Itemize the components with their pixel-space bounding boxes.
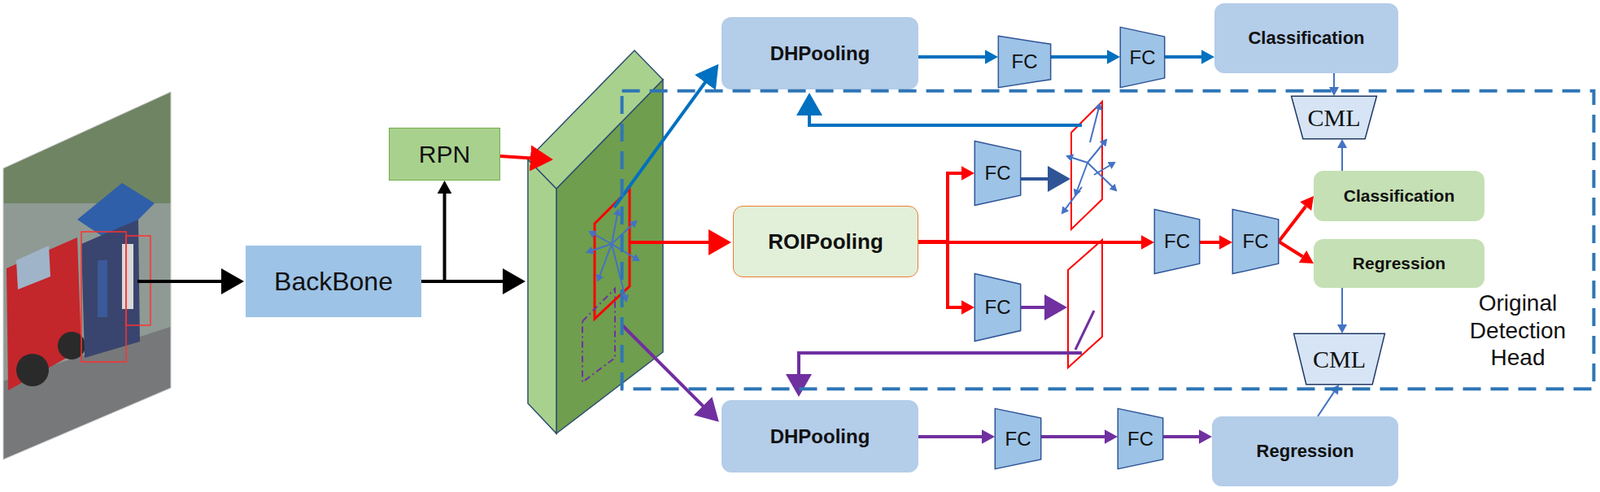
node-label: CML [1307, 104, 1361, 132]
node-label: DHPooling [770, 425, 871, 449]
connector [918, 235, 1155, 250]
fc-layer: FC [1232, 209, 1279, 275]
connector-line [1164, 55, 1202, 59]
pooling-box: DHPooling [721, 17, 919, 90]
node-label: FC [1127, 427, 1154, 451]
connector [1278, 241, 1314, 264]
connector [918, 165, 975, 242]
fc-layer: FC [1154, 209, 1200, 275]
connector-line [1199, 240, 1220, 245]
connector-line [421, 193, 445, 282]
connector [1041, 429, 1118, 445]
node-label: FC [1011, 50, 1038, 74]
fc-layer: FC [974, 140, 1021, 206]
fc-layer: FC [1120, 26, 1165, 88]
node-label: BackBone [274, 266, 393, 297]
node-label: FC [985, 296, 1012, 319]
connector-line [918, 435, 982, 439]
backbone-box: BackBone [245, 245, 422, 318]
rpn-box: RPN [388, 127, 501, 181]
output-box: Regression [1211, 416, 1399, 487]
node-label: FC [1129, 46, 1156, 70]
connector-line [1341, 287, 1343, 325]
node-label: DHPooling [770, 42, 871, 66]
connector-line [918, 240, 1142, 245]
arrow-head [961, 300, 975, 315]
connector-line [1317, 392, 1335, 417]
connector-line [1041, 435, 1105, 439]
connector [1337, 287, 1348, 334]
connector [1278, 196, 1314, 242]
fc-layer: FC [1117, 408, 1164, 470]
connector-line [1341, 148, 1343, 171]
connector [1199, 235, 1233, 250]
connector [918, 429, 995, 445]
connector-line [918, 55, 986, 59]
arrow-head [1107, 49, 1121, 65]
fc-layer: FC [974, 273, 1021, 342]
connector [918, 49, 999, 65]
detection-head-region: Original Detection HeadCMLROIPoolingFCFC… [619, 89, 1597, 391]
arrow-head [1198, 429, 1212, 445]
arrow-head [981, 429, 995, 445]
pooling-box: ROIPooling [732, 205, 919, 278]
arrow-head [1104, 429, 1118, 445]
arrow-head [1337, 139, 1348, 149]
node-label: FC [1164, 230, 1191, 253]
output-box: Classification [1313, 170, 1485, 222]
connector-line [918, 241, 962, 308]
loss-block: CML [1293, 333, 1386, 385]
node-label: CML [1312, 345, 1366, 374]
node-label: Classification [1247, 27, 1365, 49]
pooling-box: DHPooling [721, 400, 919, 473]
connector [1337, 139, 1348, 171]
connector [1164, 49, 1215, 65]
loss-block: CML [1290, 95, 1378, 140]
arrow-head [1337, 324, 1348, 334]
node-label: FC [1005, 427, 1032, 451]
connector-line [1163, 435, 1199, 439]
arrow-head [1219, 235, 1233, 250]
connector [1050, 49, 1121, 65]
connector-line [918, 173, 962, 242]
connector-line [1050, 55, 1108, 59]
arrow-head [1201, 49, 1215, 65]
connector [1163, 429, 1212, 445]
connector [421, 180, 452, 282]
node-label: FC [985, 161, 1012, 185]
output-box: Classification [1214, 3, 1399, 74]
arrow-head [1299, 196, 1314, 211]
node-label: Regression [1352, 253, 1446, 274]
input-photo [0, 81, 175, 464]
connector [918, 241, 975, 315]
arrow-head [985, 49, 999, 65]
connector-line [1278, 206, 1306, 242]
output-box: Regression [1313, 239, 1485, 288]
arrow-head [437, 180, 453, 194]
flow-arrows [137, 66, 729, 420]
node-label: FC [1242, 230, 1269, 253]
node-label: Regression [1256, 440, 1355, 463]
fc-layer: FC [998, 35, 1051, 88]
connector-line [1278, 241, 1303, 257]
node-label: Classification [1343, 186, 1456, 206]
connector-line [1333, 73, 1335, 88]
node-label: ROIPooling [767, 229, 884, 255]
node-label: RPN [418, 140, 471, 169]
arrow-head [961, 165, 975, 181]
arrow-head [1141, 235, 1155, 250]
arrow-head [1299, 250, 1314, 264]
fc-layer: FC [994, 408, 1042, 470]
region-label: Original Detection Head [1456, 289, 1579, 372]
